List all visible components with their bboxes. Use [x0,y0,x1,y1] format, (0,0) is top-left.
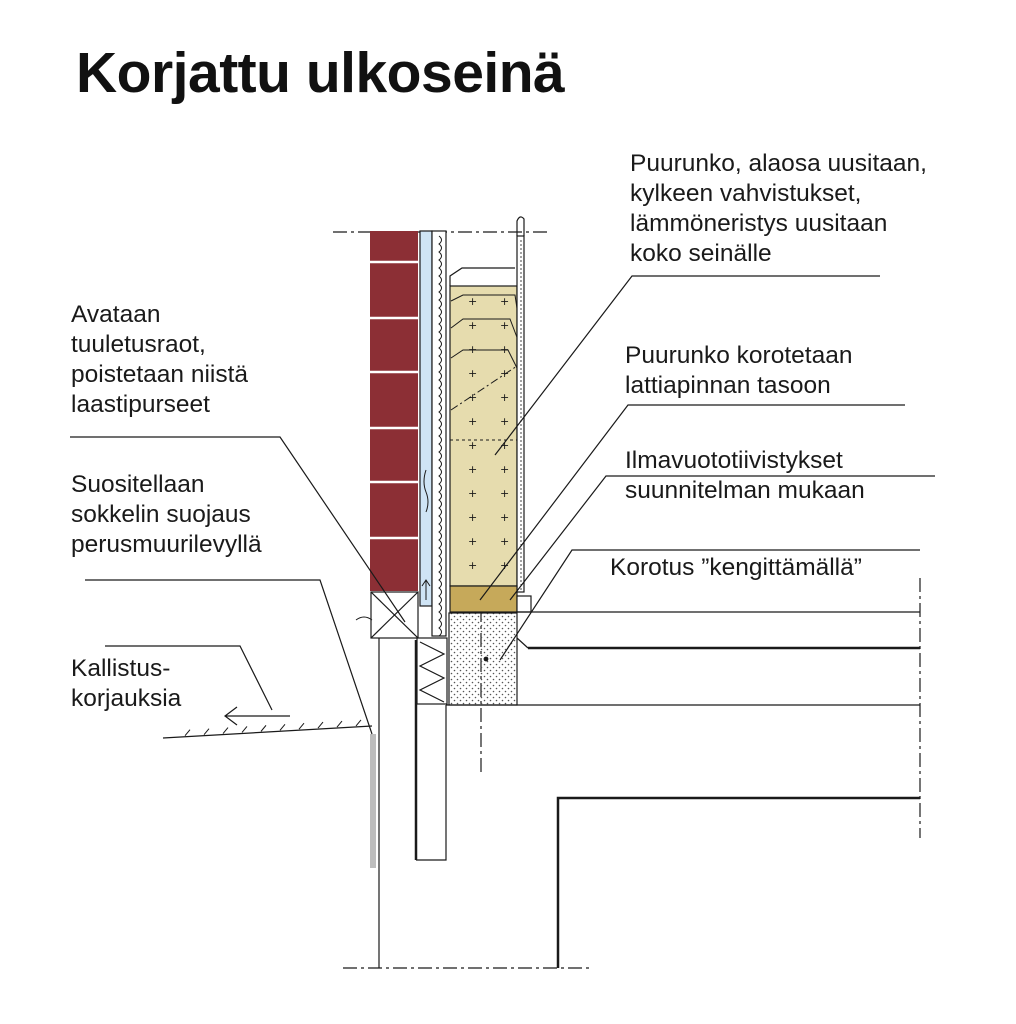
plus-mark: + [468,559,477,572]
ground-hatch [184,719,362,737]
plus-mark: + [500,511,509,524]
label-line: Korotus ”kengittämällä” [610,554,862,581]
plus-mark: + [468,535,477,548]
foundation-insulation-zigzag [418,641,446,703]
ventilation-block [370,591,419,639]
label-line: tuuletusraot, [71,331,206,358]
ground-hatch-tick [184,729,191,737]
plus-mark: + [468,391,477,404]
label-line: sokkelin suojaus [71,501,251,528]
label-line: poistetaan niistä [71,361,249,388]
ground-hatch-tick [317,721,324,729]
plinth-protection-board [370,734,376,868]
wall-top-cap [449,267,515,286]
label-line: Kallistus- [71,655,171,682]
label-frame-renew: Puurunko, alaosa uusitaan, kylkeen vahvi… [630,149,927,269]
label-shoe: Korotus ”kengittämällä” [610,553,862,583]
label-line: Avataan [71,301,161,328]
plus-mark: + [500,559,509,572]
ground-slope [162,706,373,739]
ground-hatch-tick [279,723,286,731]
plus-mark: + [468,367,477,380]
leader-lines [70,275,935,735]
plus-mark: + [468,415,477,428]
plus-mark: + [468,295,477,308]
foundation-wall [378,638,920,968]
label-line: suunnitelman mukaan [625,477,865,504]
ground-hatch-tick [260,725,267,732]
label-line: koko seinälle [630,240,772,267]
label-line: kylkeen vahvistukset, [630,180,862,207]
label-vent-gaps: Avataan tuuletusraot, poistetaan niistä … [71,300,248,420]
label-slope: Kallistus- korjauksia [71,654,181,714]
plus-mark: + [500,439,509,452]
inner-lining [516,235,525,593]
label-line: lämmöneristys uusitaan [630,210,888,237]
label-frame-raise: Puurunko korotetaan lattiapinnan tasoon [625,341,852,401]
label-line: Puurunko, alaosa uusitaan, [630,150,927,177]
ground-hatch-tick [241,726,248,733]
floor-structure [516,611,920,968]
plus-mark: + [468,511,477,524]
ground-hatch-tick [355,719,362,727]
plus-mark: + [500,535,509,548]
plus-mark: + [468,487,477,500]
plus-mark: + [468,463,477,476]
plus-mark: + [468,319,477,332]
plus-mark: + [500,367,509,380]
ground-hatch-tick [298,722,305,730]
sole-plate [449,585,518,613]
label-line: laastipurseet [71,391,210,418]
plus-mark: + [468,439,477,452]
ground-hatch-tick [336,720,343,728]
inner-lining-top [516,216,525,236]
shoe-block [448,612,518,706]
airflow-arrows [355,469,431,621]
plus-mark: + [500,463,509,476]
ground-hatch-tick [222,727,229,734]
plus-mark: + [500,415,509,428]
plus-mark: + [500,295,509,308]
ground-hatch-tick [203,728,210,735]
label-line: korjauksia [71,685,182,712]
page-title: Korjattu ulkoseinä [76,41,565,105]
label-line: perusmuurilevyllä [71,531,262,558]
brick-cladding [370,231,418,591]
wind-barrier-texture [438,235,442,637]
label-plinth: Suositellaan sokkelin suojaus perusmuuri… [71,470,262,560]
plus-mark: + [500,391,509,404]
label-line: Ilmavuototiivistykset [625,447,843,474]
air-seal-strip [516,595,532,613]
plus-mark: + [500,319,509,332]
label-line: lattiapinnan tasoon [625,372,831,399]
plus-mark: + [500,487,509,500]
label-air-seal: Ilmavuototiivistykset suunnitelman mukaa… [625,446,865,506]
label-line: Puurunko korotetaan [625,342,853,369]
ventilation-gap [419,230,433,607]
label-line: Suositellaan [71,471,205,498]
